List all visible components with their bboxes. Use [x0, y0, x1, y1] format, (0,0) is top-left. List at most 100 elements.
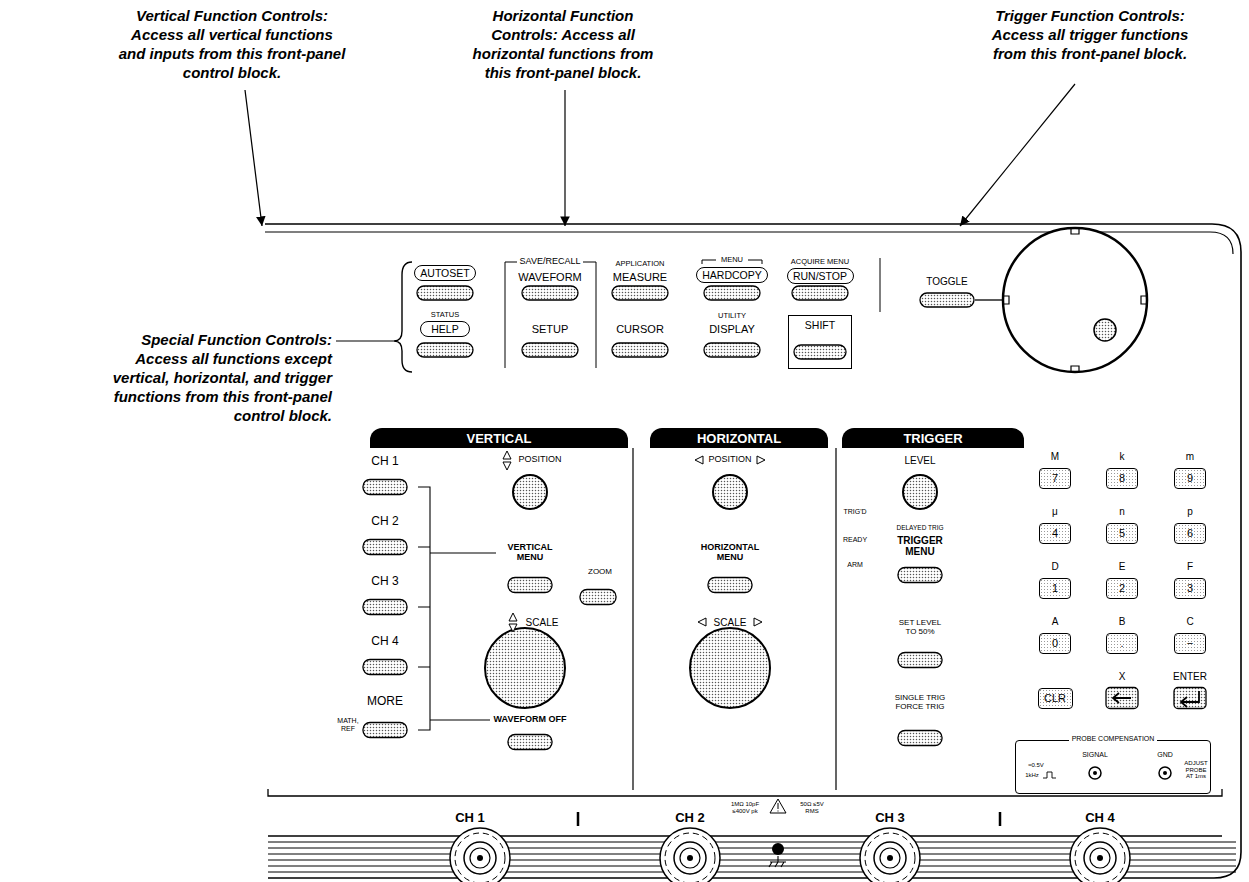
enter-arrow — [1181, 691, 1199, 707]
keypad-key: 3 — [1174, 578, 1206, 599]
channel-divider-tick — [578, 812, 1000, 826]
bnc-body — [674, 842, 706, 874]
push-button — [522, 343, 578, 357]
control-label: TOGGLE — [926, 276, 968, 287]
probe-compensation-box: PROBE COMPENSATION — [1015, 740, 1211, 794]
control-label: SCALE — [526, 617, 559, 628]
shift-box: SHIFT — [788, 315, 852, 369]
toggle-link — [975, 299, 1005, 300]
control-label: CH 3 — [875, 811, 905, 825]
control-label: POSITION — [518, 455, 561, 465]
node-text: 2 — [1119, 582, 1125, 594]
push-button — [1174, 688, 1206, 709]
push-button — [612, 286, 668, 300]
control-label: POSITION — [708, 455, 751, 465]
housing-outline — [265, 224, 1241, 878]
keypad-key: 0 — [1039, 633, 1071, 654]
control-label: WAVEFORM OFF — [494, 715, 567, 725]
rotary-knob — [690, 628, 770, 708]
callout-text: Horizontal Function Controls: Access all… — [461, 6, 666, 82]
bnc-pin — [687, 855, 693, 861]
control-label: D — [1051, 561, 1058, 572]
node-text: AUTOSET — [420, 267, 469, 279]
push-button — [708, 578, 752, 593]
control-label: HORIZONTAL MENU — [695, 543, 765, 563]
push-button — [522, 286, 578, 300]
node-text: 5 — [1119, 527, 1125, 539]
control-label: ZOOM — [588, 568, 612, 577]
function-button-label: HELP — [420, 321, 470, 337]
node-text: HARDCOPY — [702, 269, 762, 281]
bnc-body — [874, 842, 906, 874]
control-label: ACQUIRE MENU — [791, 258, 849, 266]
arrow-symbol — [754, 618, 762, 626]
push-button — [508, 578, 552, 593]
push-button — [417, 343, 473, 357]
push-button — [704, 286, 760, 300]
bnc-bayonet-ring — [665, 833, 715, 882]
callout-text: Trigger Function Controls: Access all tr… — [976, 6, 1204, 63]
bnc-insulator — [680, 848, 700, 868]
control-label: SCALE — [714, 617, 747, 628]
keypad-key: . — [1106, 633, 1138, 654]
control-label: A — [1052, 616, 1059, 627]
probe-terminal-hole — [1093, 771, 1097, 775]
leader-line — [960, 84, 1075, 226]
arrow-symbol — [757, 456, 765, 464]
control-label: MORE — [367, 695, 403, 708]
control-label: CURSOR — [616, 323, 664, 335]
push-button — [792, 286, 848, 300]
backspace-arrow — [1113, 693, 1131, 703]
keypad-key: 9 — [1174, 468, 1206, 489]
callout-text: Vertical Function Controls: Access all v… — [117, 6, 347, 82]
leader-line — [336, 340, 394, 341]
control-label: SIGNAL — [1082, 751, 1108, 759]
control-label: CH 2 — [675, 811, 705, 825]
control-label: DISPLAY — [709, 323, 755, 335]
section-band: HORIZONTAL — [650, 428, 828, 448]
knob-finger-dimple — [1094, 319, 1116, 341]
control-label: ENTER — [1173, 671, 1207, 682]
control-label: MENU — [721, 256, 743, 264]
control-label: READY — [843, 536, 867, 544]
node-text: 6 — [1187, 527, 1193, 539]
function-button-label: HARDCOPY — [696, 267, 768, 283]
control-label: CH 1 — [371, 455, 398, 468]
control-label: MATH, REF — [334, 717, 362, 732]
control-label: X — [1119, 671, 1126, 682]
bnc-body — [1084, 842, 1116, 874]
knob-notches — [1003, 228, 1147, 372]
push-button — [1106, 688, 1138, 709]
keypad-key: 2 — [1106, 578, 1138, 599]
node-text: VERTICAL — [467, 431, 532, 446]
push-button — [580, 590, 616, 605]
control-label: 50Ω ≤5V RMS — [798, 801, 826, 814]
square-wave-symbol — [1043, 772, 1056, 778]
arrow-symbol — [509, 613, 517, 621]
keypad-key: 7 — [1039, 468, 1071, 489]
node-text: 4 — [1052, 527, 1058, 539]
push-button — [363, 660, 407, 675]
push-button — [363, 723, 407, 738]
node-text: PROBE COMPENSATION — [1069, 735, 1158, 742]
node-text: − — [1187, 637, 1193, 649]
bnc-connector — [450, 828, 510, 882]
node-text: 0 — [1052, 637, 1058, 649]
probe-terminal — [1089, 767, 1101, 779]
section-band: TRIGGER — [842, 428, 1024, 448]
rotary-knob — [485, 628, 565, 708]
control-label: C — [1186, 616, 1193, 627]
keypad-key: 5 — [1106, 523, 1138, 544]
brace — [394, 262, 412, 372]
control-label: n — [1119, 506, 1125, 517]
node-text: HELP — [431, 323, 458, 335]
control-label: CH 4 — [1085, 811, 1115, 825]
control-label: CH 4 — [371, 635, 398, 648]
node-text: 8 — [1119, 472, 1125, 484]
arrow-symbol — [503, 451, 511, 459]
control-label: TRIG'D — [843, 508, 866, 516]
control-label: 1kHz — [1025, 772, 1039, 779]
knob-group — [485, 475, 937, 708]
node-text: 7 — [1052, 472, 1058, 484]
